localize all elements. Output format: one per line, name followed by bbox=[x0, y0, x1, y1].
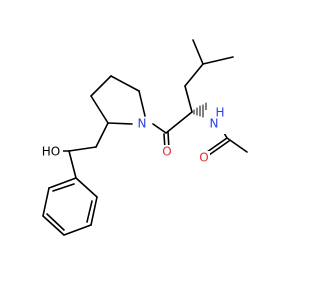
bond bbox=[90, 75, 112, 97]
amide-nitrogen-label: N bbox=[210, 117, 219, 131]
bond bbox=[90, 95, 109, 124]
bond bbox=[46, 213, 65, 231]
bond bbox=[48, 177, 77, 189]
acetamide-group bbox=[206, 125, 248, 156]
bond bbox=[52, 183, 75, 192]
hydroxy-phenylethyl-chain bbox=[59, 122, 109, 179]
stereo-wedge bbox=[193, 102, 207, 119]
bond bbox=[107, 122, 133, 125]
bond bbox=[138, 90, 146, 117]
amide-hydrogen-label: H bbox=[215, 106, 224, 120]
hydroxyl-label: HO bbox=[42, 145, 60, 159]
bond bbox=[152, 123, 167, 134]
bond bbox=[208, 140, 230, 156]
bond bbox=[63, 224, 92, 236]
bond bbox=[68, 150, 77, 179]
bond bbox=[95, 122, 109, 148]
bond bbox=[165, 111, 193, 134]
acetyl-oxygen-label: O bbox=[199, 151, 208, 165]
bond bbox=[75, 177, 98, 198]
bond bbox=[90, 196, 98, 226]
bond bbox=[184, 63, 204, 87]
bond bbox=[110, 75, 140, 92]
structure-canvas: HO N O H N O bbox=[41, 39, 248, 236]
bond bbox=[68, 146, 97, 152]
leucine-backbone bbox=[152, 39, 234, 150]
molecule-structure: HO N O H N O bbox=[41, 39, 248, 236]
pyrrolidine-ring bbox=[90, 75, 146, 125]
bond bbox=[192, 39, 204, 65]
phenyl-ring bbox=[42, 177, 98, 236]
bond bbox=[206, 137, 228, 153]
bond bbox=[86, 200, 93, 223]
carbonyl-oxygen-label: O bbox=[162, 145, 171, 159]
bond bbox=[226, 137, 248, 153]
bond bbox=[202, 56, 234, 65]
ring-nitrogen-label: N bbox=[138, 117, 147, 131]
atom-labels: HO N O H N O bbox=[41, 106, 229, 165]
bond bbox=[42, 187, 50, 217]
bond bbox=[42, 215, 65, 236]
bond bbox=[184, 85, 193, 113]
